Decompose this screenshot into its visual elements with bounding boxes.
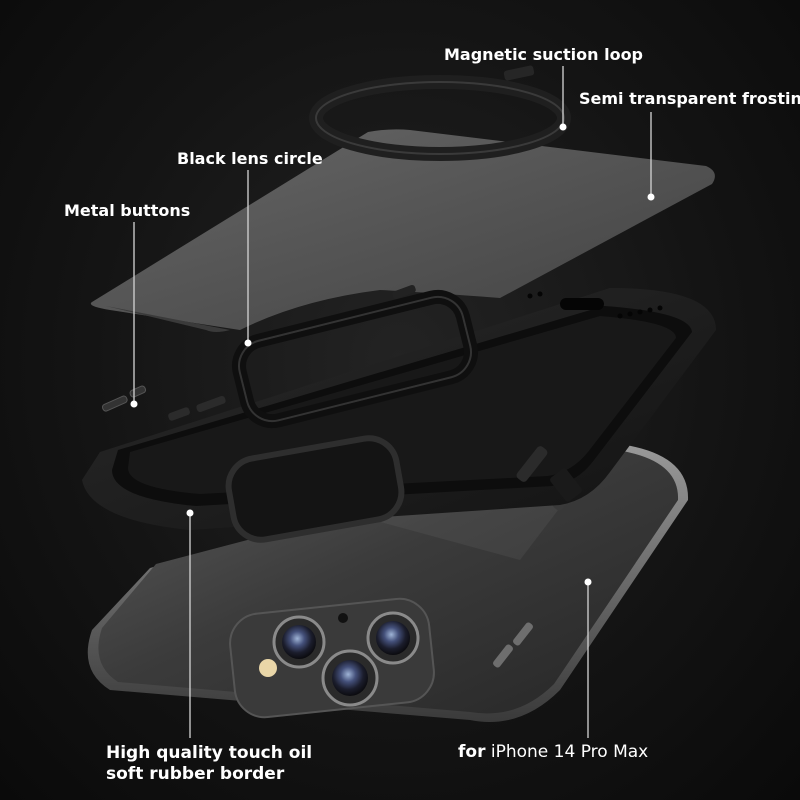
callout-lens-circle: Black lens circle <box>177 149 323 168</box>
model-name: iPhone 14 Pro Max <box>490 742 649 762</box>
model-prefix: for <box>458 742 486 762</box>
lens-frame <box>232 289 478 429</box>
leader-lines <box>130 66 655 738</box>
metal-buttons <box>101 284 582 502</box>
magnetic-ring <box>309 65 571 161</box>
callout-rubber-border-line2: soft rubber border <box>106 764 285 784</box>
callout-metal-buttons: Metal buttons <box>64 201 191 220</box>
callout-magnetic-loop: Magnetic suction loop <box>444 45 644 64</box>
phone-body <box>87 442 689 722</box>
bumper-frame <box>82 288 716 543</box>
callout-rubber-border-line1: High quality touch oil <box>106 743 313 763</box>
frosted-back-panel <box>90 129 715 332</box>
callout-frosting: Semi transparent frosting <box>579 89 800 108</box>
callout-rubber-border: High quality touch oil soft rubber borde… <box>106 743 312 785</box>
model-caption: for iPhone 14 Pro Max <box>458 742 648 763</box>
